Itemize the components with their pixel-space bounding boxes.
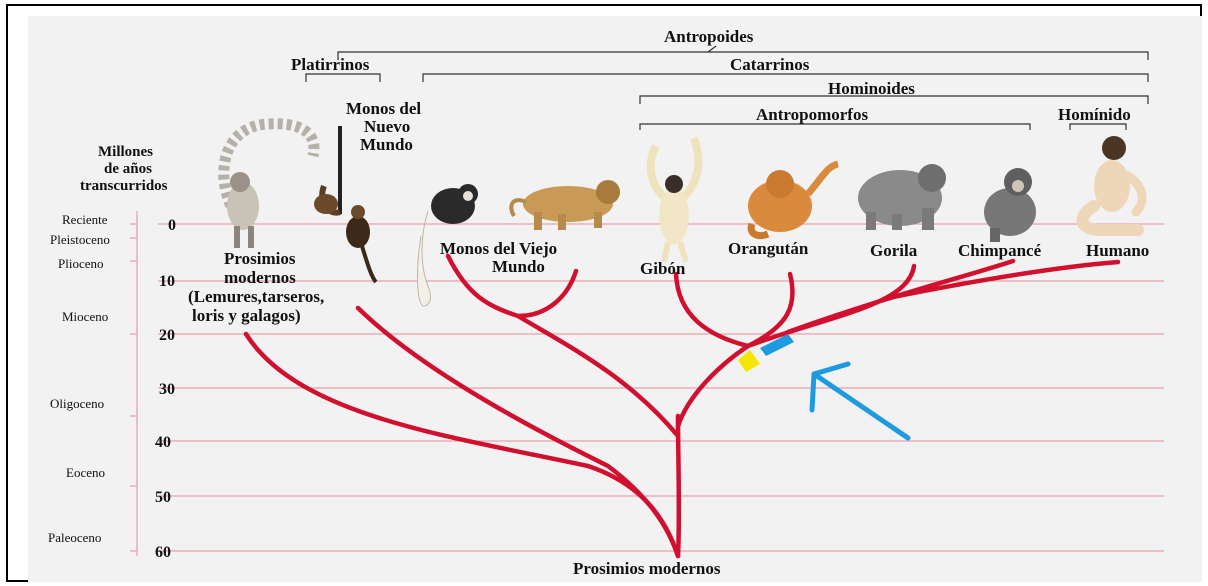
branch-humano (888, 262, 1118, 298)
group-label-antropoides: Antropoides (664, 27, 754, 46)
svg-text:de años: de años (104, 161, 152, 177)
tick-label: 60 (155, 544, 171, 561)
branch-gibon (676, 274, 748, 346)
epoch-label: Paleoceno (48, 530, 101, 545)
baboon-icon (511, 180, 620, 230)
diagram-panel: Reciente Pleistoceno Plioceno Mioceno Ol… (28, 16, 1202, 582)
group-brackets (306, 46, 1148, 130)
svg-text:Millones: Millones (98, 144, 153, 160)
label-monos-nuevo-mundo: Monos del (346, 99, 421, 118)
branch-prosimios (246, 334, 678, 556)
tick-label: 30 (159, 381, 175, 398)
lemur-icon (224, 124, 314, 248)
arrow-icon (812, 364, 908, 438)
label-gibon: Gibón (640, 259, 686, 278)
label-monos-nuevo-mundo: Nuevo (364, 117, 410, 136)
label-monos-nuevo-mundo: Mundo (360, 135, 413, 154)
label-chimpance: Chimpancé (958, 241, 1042, 260)
tick-label: 50 (155, 489, 171, 506)
epoch-label: Reciente (62, 212, 108, 227)
phylogeny-diagram: Reciente Pleistoceno Plioceno Mioceno Ol… (28, 16, 1202, 582)
svg-text:transcurridos: transcurridos (80, 178, 168, 194)
label-monos-viejo-mundo: Mundo (492, 257, 545, 276)
epoch-scale (130, 211, 137, 556)
label-monos-viejo-mundo: Monos del Viejo (440, 239, 557, 258)
label-orangutan: Orangután (728, 239, 809, 258)
group-label-platirrinos: Platirrinos (291, 55, 370, 74)
tick-label: 0 (168, 217, 176, 234)
label-prosimios-modernos: (Lemures,tarseros, (188, 287, 324, 306)
axis-title: Millones de años transcurridos (80, 144, 168, 194)
branch-viejo-mundo (518, 271, 576, 316)
branch-nuevo-mundo (358, 308, 678, 556)
bracket-catarrinos (423, 74, 1148, 82)
group-label-antropomorfos: Antropomorfos (756, 105, 868, 124)
label-prosimios-modernos: loris y galagos) (192, 306, 301, 325)
epoch-label: Oligoceno (50, 396, 104, 411)
label-prosimios-modernos: modernos (224, 268, 296, 287)
image-frame: Reciente Pleistoceno Plioceno Mioceno Ol… (6, 4, 1202, 582)
tick-label: 10 (159, 273, 175, 290)
phylogeny-branches (246, 256, 1118, 556)
bracket-platirrinos (306, 74, 380, 82)
gorilla-icon (858, 164, 946, 230)
tick-label: 40 (155, 434, 171, 451)
group-label-hominoides: Hominoides (828, 79, 915, 98)
label-root: Prosimios modernos (573, 559, 721, 578)
gibbon-icon (651, 138, 699, 262)
tick-label: 20 (159, 327, 175, 344)
epoch-label: Mioceno (62, 309, 108, 324)
branch-hominoides-base (678, 346, 748, 426)
group-label-hominido: Homínido (1058, 105, 1131, 124)
group-label-catarrinos: Catarrinos (730, 55, 810, 74)
epoch-label: Eoceno (66, 465, 105, 480)
bracket-antropomorfos (640, 124, 1030, 130)
label-gorila: Gorila (870, 241, 918, 260)
orangutan-icon (748, 164, 838, 236)
epoch-label: Plioceno (58, 256, 104, 271)
chimpanzee-icon (984, 168, 1036, 242)
label-prosimios-modernos: Prosimios (224, 249, 296, 268)
bracket-hominido (1070, 124, 1126, 130)
human-icon (1082, 136, 1142, 230)
label-humano: Humano (1086, 241, 1149, 260)
epoch-label: Pleistoceno (50, 232, 110, 247)
